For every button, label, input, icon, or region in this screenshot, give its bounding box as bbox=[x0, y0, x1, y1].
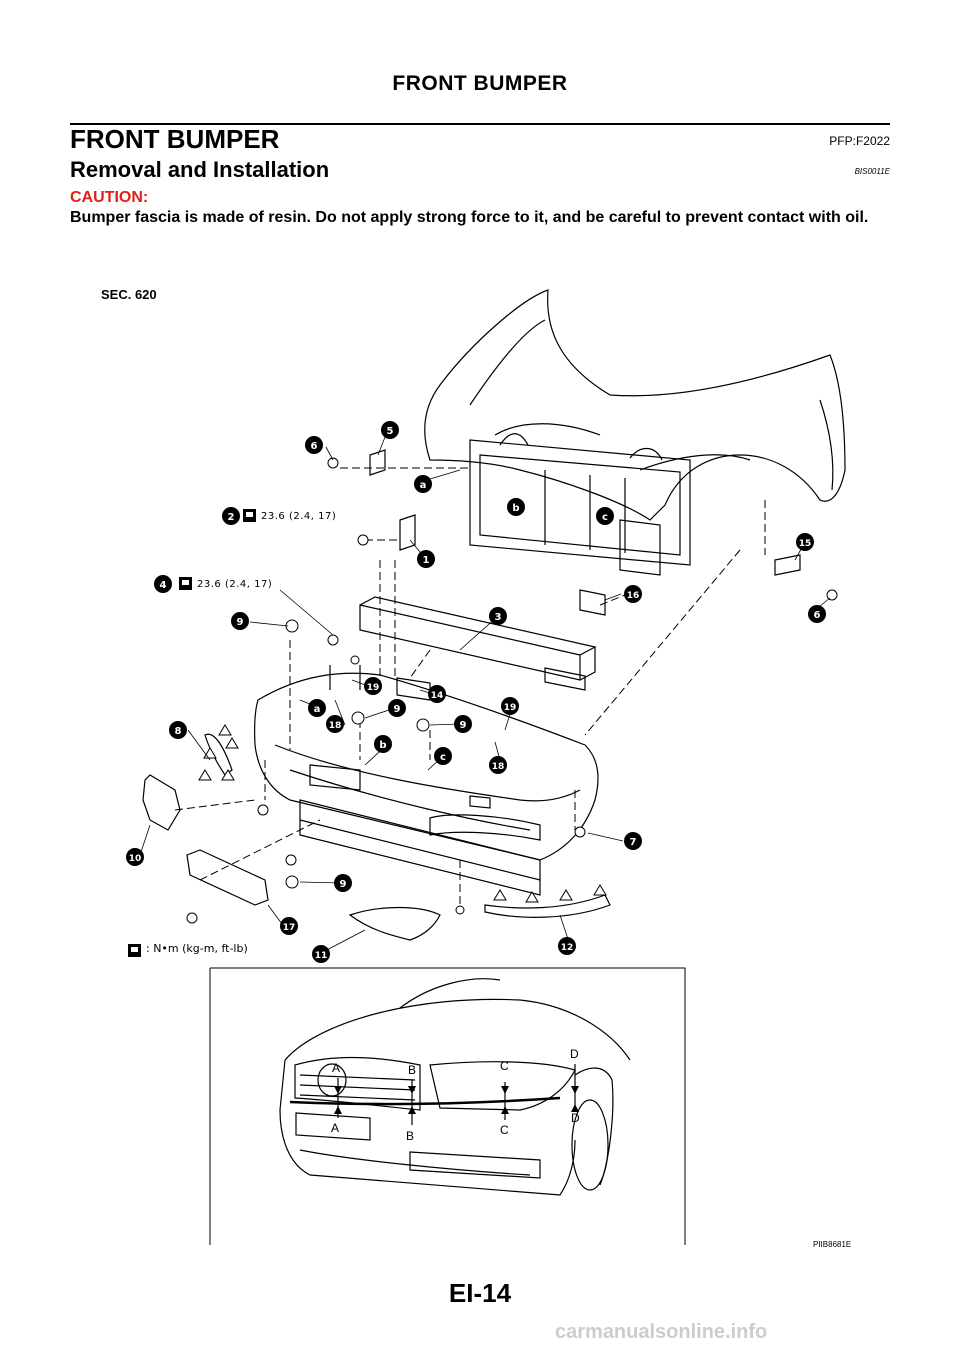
callout-15: 15 bbox=[799, 539, 812, 549]
callout-9-d: 9 bbox=[340, 879, 347, 890]
callout-12: 12 bbox=[561, 943, 574, 953]
callout-a-bottom: a bbox=[314, 704, 321, 715]
callout-19-a: 19 bbox=[367, 683, 380, 693]
torque-wrench-icon bbox=[128, 944, 141, 957]
figure-code: PIIB8681E bbox=[813, 1240, 852, 1249]
detail-label-C-bottom: C bbox=[500, 1123, 509, 1137]
page-header-title: FRONT BUMPER bbox=[392, 72, 568, 95]
callout-9-a: 9 bbox=[237, 617, 244, 628]
callout-8: 8 bbox=[175, 726, 182, 737]
callout-a-top: a bbox=[420, 480, 427, 491]
detail-label-C-top: C bbox=[500, 1059, 509, 1073]
detail-label-B-bottom: B bbox=[406, 1129, 414, 1143]
callout-6-top: 6 bbox=[311, 441, 318, 452]
callout-b-bottom: b bbox=[379, 740, 386, 751]
callout-9-c: 9 bbox=[460, 720, 467, 731]
subsection-code: BIS0011E bbox=[854, 167, 890, 176]
detail-label-A-top: A bbox=[332, 1061, 340, 1075]
callout-3: 3 bbox=[495, 612, 502, 623]
callout-b-top: b bbox=[512, 503, 519, 514]
callout-11: 11 bbox=[315, 951, 328, 961]
callout-7: 7 bbox=[630, 837, 637, 848]
caution-label: CAUTION: bbox=[70, 189, 149, 206]
detail-label-D-top: D bbox=[570, 1047, 579, 1061]
callout-18-a: 18 bbox=[329, 721, 342, 731]
callout-19-b: 19 bbox=[504, 703, 517, 713]
callout-17: 17 bbox=[283, 923, 296, 933]
callout-c-top: c bbox=[602, 512, 608, 523]
header-rule bbox=[70, 123, 890, 125]
callout-1: 1 bbox=[423, 555, 430, 566]
detail-label-B-top: B bbox=[408, 1063, 416, 1077]
callout-6-right: 6 bbox=[814, 610, 821, 621]
callout-9-b: 9 bbox=[394, 704, 401, 715]
caution-text: Bumper fascia is made of resin. Do not a… bbox=[70, 209, 869, 226]
torque-legend: : N•m (kg-m, ft-lb) bbox=[146, 942, 248, 955]
watermark: carmanualsonline.info bbox=[555, 1321, 768, 1343]
detail-car-front bbox=[279, 978, 631, 1196]
torque-value-2: 23.6 (2.4, 17) bbox=[261, 511, 337, 522]
callout-18-b: 18 bbox=[492, 762, 505, 772]
callout-10: 10 bbox=[129, 854, 142, 864]
section-code: PFP:F2022 bbox=[829, 134, 890, 148]
subsection-title: Removal and Installation bbox=[70, 157, 330, 182]
torque-value-4: 23.6 (2.4, 17) bbox=[197, 579, 273, 590]
detail-label-A-bottom: A bbox=[331, 1121, 339, 1135]
figure-section-label: SEC. 620 bbox=[101, 287, 157, 302]
callout-c-bottom: c bbox=[440, 752, 446, 763]
callout-4: 4 bbox=[160, 580, 167, 591]
callout-5: 5 bbox=[387, 426, 394, 437]
torque-wrench-icon bbox=[243, 509, 256, 522]
section-title: FRONT BUMPER bbox=[70, 124, 280, 154]
callout-16: 16 bbox=[627, 591, 640, 601]
detail-label-D-bottom: D bbox=[571, 1111, 580, 1125]
torque-wrench-icon bbox=[179, 577, 192, 590]
page-number: EI-14 bbox=[448, 1278, 512, 1308]
callout-2: 2 bbox=[228, 512, 235, 523]
callout-14: 14 bbox=[431, 691, 444, 701]
